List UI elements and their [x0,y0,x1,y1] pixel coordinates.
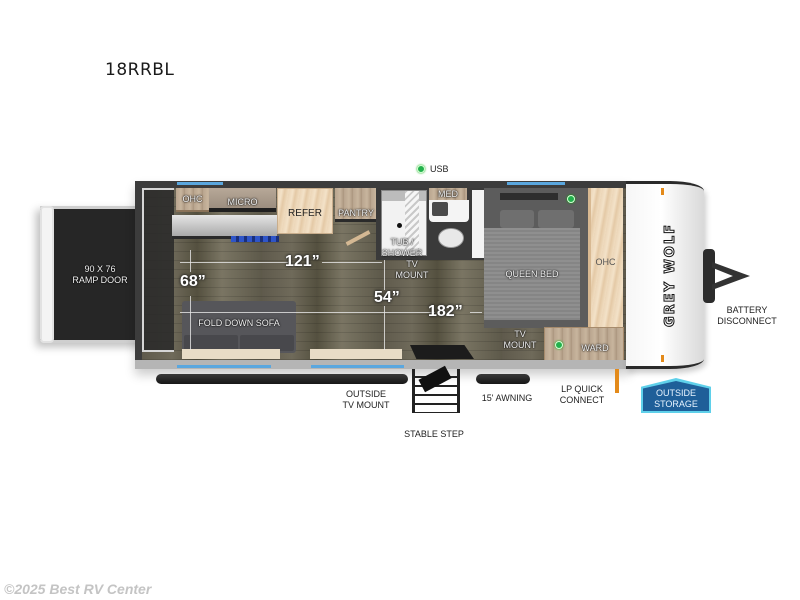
faucet-icon [432,202,448,216]
tub-shower [381,190,427,256]
floor-shelf-right [310,349,402,359]
bedroom-vent [500,193,558,200]
copyright-watermark: ©2025 Best RV Center [4,581,152,597]
bedroom-usb-icon [567,195,575,203]
floorplan-model-title: 18RRBL [105,60,175,80]
micro-label: MICRO [227,197,258,207]
ohc-bed-label: OHC [595,257,616,267]
outside-storage-badge [643,381,709,411]
marker-light-bottom [661,355,664,362]
outside-tv-mount-label: OUTSIDE TV MOUNT [342,389,390,410]
outside-storage-label: OUTSIDE STORAGE [654,388,698,409]
hitch-coupler-icon [712,262,750,290]
tongue-jack [703,249,715,303]
bathroom-wall-panel [472,190,484,258]
dim-line-68-bottom [190,296,191,350]
dimension-182: 182” [428,303,463,320]
bottom-wall [135,360,630,369]
dimension-68: 68” [180,273,206,290]
ohc-front-cabinet [176,188,209,212]
dim-line-54-bottom [384,306,385,350]
battery-disconnect-label: BATTERY DISCONNECT [717,305,777,326]
window-top-bed [507,182,565,185]
pantry-label: PANTRY [338,208,374,218]
entry-step-top [410,345,474,359]
sofa-cushion-left [184,335,238,351]
grey-wolf-logo: GREY WOLF [663,222,679,328]
toilet-icon [438,228,464,248]
microwave-cabinet [209,188,276,212]
dim-line-121-left [180,262,288,263]
dimension-54: 54” [374,289,400,306]
window-bottom-left [177,365,271,368]
garage-frame [142,188,174,352]
tv-mount-bed-label: TV MOUNT [503,329,537,350]
window-top-front [177,182,223,185]
dim-line-182-left [180,312,435,313]
ramp-door [40,206,152,343]
pillow-left [500,210,534,228]
front-cap [626,181,704,369]
awning-rail-left [156,374,408,384]
medicine-cabinet [429,188,467,200]
lp-connector-icon [615,369,619,393]
ward-label: WARD [581,343,609,353]
awning-rail-right [476,374,530,384]
ramp-door-label: 90 X 76 RAMP DOOR [72,264,128,285]
marker-light-top [661,188,664,195]
window-bottom-right [311,365,404,368]
usb-label: USB [430,164,449,174]
dim-line-182-right [470,312,482,313]
sofa-cushion-right [240,335,294,351]
wardrobe-usb-icon [555,341,563,349]
drain-icon [397,223,402,228]
tub-shower-label: TUB / SHOWER [381,237,423,258]
med-label: MED [438,189,458,199]
awning-label: 15' AWNING [481,393,533,403]
stove-burners [231,236,279,242]
tv-mount-interior-label: TV MOUNT [395,259,429,280]
ohc-bed-cabinet [588,188,623,328]
lp-quick-connect-label: LP QUICK CONNECT [559,384,605,405]
shower-curtain [405,191,419,255]
queen-bed-label: QUEEN BED [505,269,559,279]
pillow-right [538,210,574,228]
dim-line-121-right [322,262,382,263]
ohc-front-label: OHC [182,194,203,204]
floor-shelf-left [182,349,280,359]
kitchen-sink-counter [172,215,277,239]
dim-line-54-top [384,260,385,290]
ramp-door-hinge [40,206,54,343]
refrigerator [277,188,333,234]
queen-bed [484,228,580,320]
fold-down-sofa-label: FOLD DOWN SOFA [198,318,280,328]
stable-step-label: STABLE STEP [404,429,464,439]
pantry-cabinet [335,188,377,222]
dimension-121: 121” [285,253,320,270]
refer-label: REFER [288,208,322,219]
dim-line-68-top [190,250,191,272]
usb-indicator-icon [417,165,425,173]
